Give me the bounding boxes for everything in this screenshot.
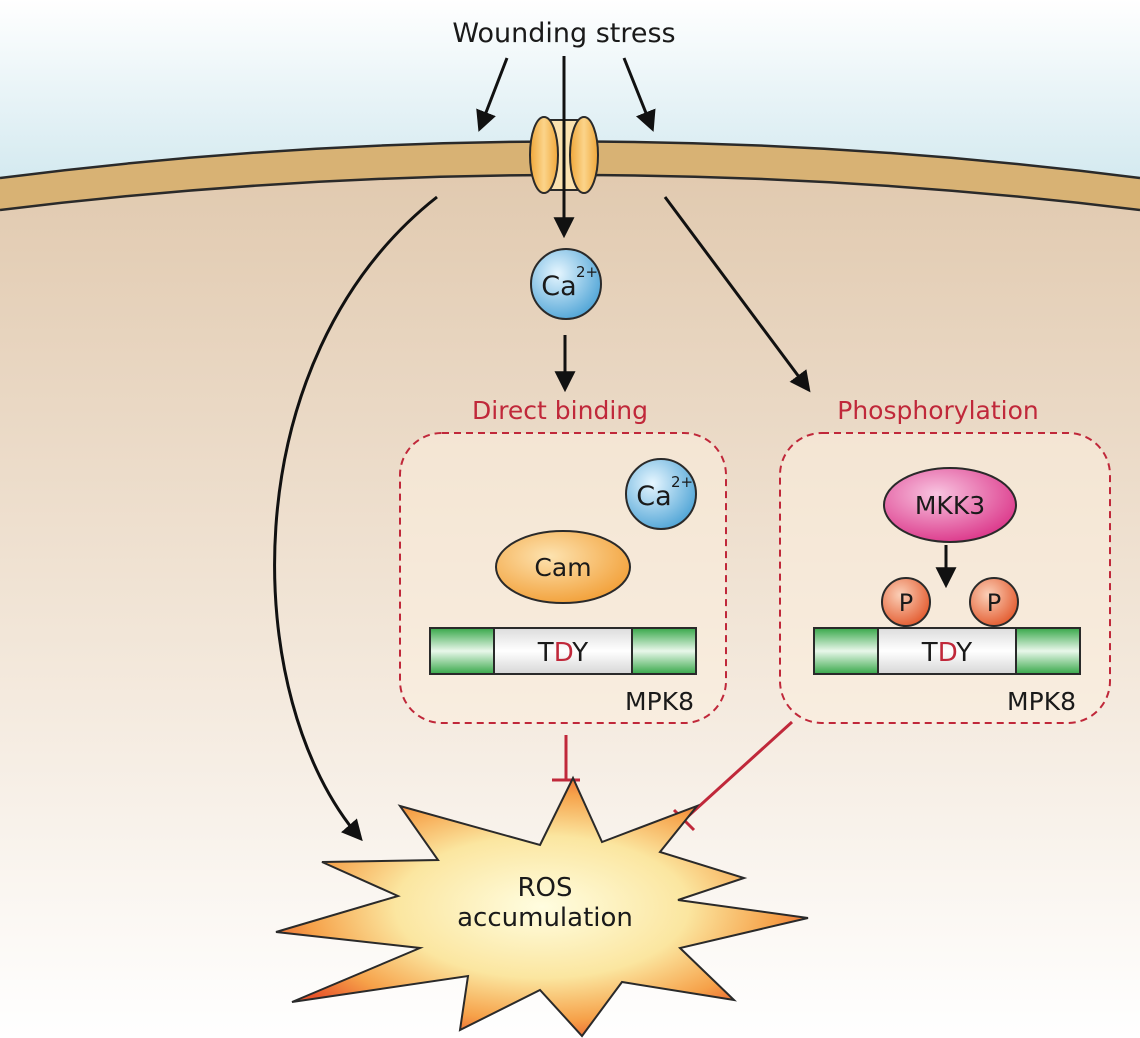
calcium-bound-charge: 2+ (671, 473, 693, 491)
tdy-motif-right: TDY (921, 638, 973, 668)
calmodulin-label: Cam (534, 553, 591, 582)
mpk8-label-left: MPK8 (625, 687, 694, 716)
membrane-to-phosphorylation-arrow (663, 196, 811, 393)
wounding-stress-label: Wounding stress (452, 18, 675, 49)
calcium-ion: Ca 2+ (530, 248, 602, 320)
phospho-group-1: P (881, 577, 931, 627)
accumulation-label: accumulation (457, 903, 633, 933)
phosphorylation-title: Phosphorylation (837, 396, 1038, 425)
direct-binding-title: Direct binding (472, 396, 648, 425)
mpk8-bar-left: TDY (429, 627, 697, 675)
binding-inhibition (552, 735, 580, 782)
ros-burst (275, 775, 809, 1038)
mpk8-label-right: MPK8 (1007, 687, 1076, 716)
calcium-label: Ca (541, 271, 576, 302)
stimulus-arrow-right (622, 57, 656, 132)
mpk8-bar-right: TDY (813, 627, 1081, 675)
plasma-membrane (0, 141, 1140, 210)
stimulus-arrow-left (476, 57, 509, 132)
mkk3-kinase: MKK3 (883, 467, 1017, 543)
membrane-to-ros-arrow (273, 195, 438, 842)
calcium-charge: 2+ (576, 263, 598, 281)
tdy-motif-left: TDY (537, 638, 589, 668)
phospho-group-2: P (969, 577, 1019, 627)
phospho-label-2: P (987, 589, 1001, 617)
calmodulin: Cam (495, 530, 631, 604)
calcium-bound-label: Ca (636, 481, 671, 512)
phospho-label-1: P (899, 589, 913, 617)
calcium-ion-bound: Ca 2+ (625, 458, 697, 530)
ros-label: ROS (517, 873, 572, 903)
mkk3-label: MKK3 (915, 491, 985, 520)
